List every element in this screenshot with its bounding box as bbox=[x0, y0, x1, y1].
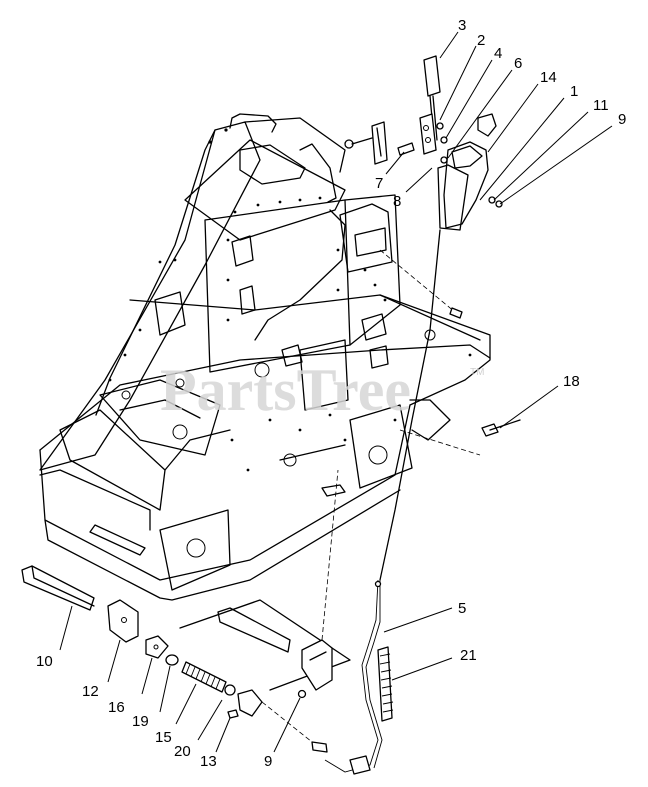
callout-4: 4 bbox=[494, 45, 502, 62]
callout-leaders bbox=[59, 31, 613, 753]
lever-plate bbox=[419, 113, 437, 155]
watermark: PartsTree TM bbox=[160, 357, 484, 423]
callout-6: 6 bbox=[514, 55, 522, 72]
callout-3: 3 bbox=[458, 17, 466, 34]
callout-5: 5 bbox=[458, 600, 466, 617]
svg-text:TM: TM bbox=[470, 367, 484, 378]
lower-hardware bbox=[21, 469, 351, 743]
frame-assembly bbox=[39, 113, 491, 601]
callout-18: 18 bbox=[563, 373, 580, 390]
callout-12: 12 bbox=[82, 683, 99, 700]
lever-grip bbox=[423, 55, 441, 97]
callout-15: 15 bbox=[155, 729, 172, 746]
callout-8: 8 bbox=[393, 193, 401, 210]
spring-21 bbox=[377, 646, 394, 722]
callout-14: 14 bbox=[540, 69, 557, 86]
control-cable bbox=[311, 229, 441, 775]
callout-19: 19 bbox=[132, 713, 149, 730]
callout-7: 7 bbox=[375, 175, 383, 192]
callout-10: 10 bbox=[36, 653, 53, 670]
callout-20: 20 bbox=[174, 743, 191, 760]
bolt-18 bbox=[481, 419, 521, 437]
lever-assembly bbox=[344, 55, 503, 319]
callout-1: 1 bbox=[570, 83, 578, 100]
callout-11: 11 bbox=[593, 97, 609, 114]
callout-16: 16 bbox=[108, 699, 125, 716]
bar-10 bbox=[21, 565, 95, 611]
callout-labels: 3 2 4 6 14 1 11 9 7 8 18 5 21 10 12 16 1… bbox=[36, 17, 626, 770]
callout-9-top: 9 bbox=[618, 111, 626, 128]
callout-2: 2 bbox=[477, 32, 485, 49]
callout-13: 13 bbox=[200, 753, 217, 770]
svg-text:PartsTree: PartsTree bbox=[160, 357, 411, 423]
callout-9-bottom: 9 bbox=[264, 753, 272, 770]
callout-21: 21 bbox=[460, 647, 477, 664]
